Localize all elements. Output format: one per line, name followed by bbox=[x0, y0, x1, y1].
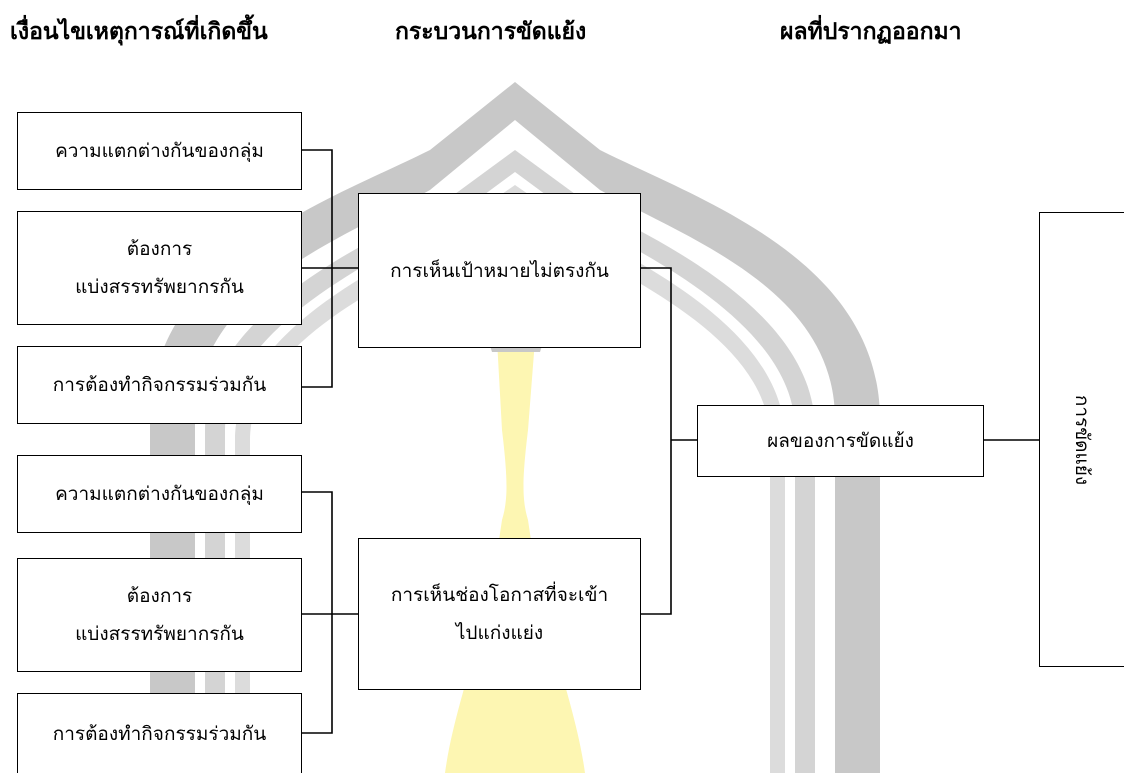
box-conflict-result: ผลของการขัดแย้ง bbox=[697, 405, 984, 477]
box-joint-activity-2: การต้องทำกิจกรรมร่วมกัน bbox=[17, 693, 302, 773]
box-label: การต้องทำกิจกรรมร่วมกัน bbox=[52, 374, 267, 396]
box-group-difference-2: ความแตกต่างกันของกลุ่ม bbox=[17, 455, 302, 533]
box-group-difference-1: ความแตกต่างกันของกลุ่ม bbox=[17, 112, 302, 190]
box-conflict-final: การขัดแย้ง bbox=[1039, 212, 1124, 667]
connector-g1-diff bbox=[301, 149, 333, 268]
box-label-line1: การเห็นช่องโอกาสที่จะเข้า bbox=[390, 584, 609, 606]
box-resource-sharing-1: ต้องการ แบ่งสรรทรัพยากรกัน bbox=[17, 211, 302, 325]
connector-g2-joint bbox=[301, 614, 333, 734]
heading-causes: เงื่อนไขเหตุการณ์ที่เกิดขึ้น bbox=[10, 19, 268, 45]
box-label-line1: ต้องการ bbox=[126, 585, 193, 607]
connector-g2-diff bbox=[301, 491, 333, 614]
box-resource-sharing-2: ต้องการ แบ่งสรรทรัพยากรกัน bbox=[17, 558, 302, 672]
connector-goals-result bbox=[640, 267, 672, 440]
vertical-label: การขัดแย้ง bbox=[1071, 394, 1093, 485]
box-label-line2: ไปแก่งแย่ง bbox=[455, 622, 544, 644]
box-label: ความแตกต่างกันของกลุ่ม bbox=[55, 483, 264, 505]
box-label-line2: แบ่งสรรทรัพยากรกัน bbox=[75, 276, 244, 298]
heading-outcome: ผลที่ปรากฏออกมา bbox=[780, 19, 962, 45]
connector-opportunity-result bbox=[640, 440, 672, 615]
box-label-line2: แบ่งสรรทรัพยากรกัน bbox=[75, 623, 244, 645]
box-label-line1: ต้องการ bbox=[126, 238, 193, 260]
box-label: การต้องทำกิจกรรมร่วมกัน bbox=[52, 722, 267, 745]
box-goal-mismatch: การเห็นเป้าหมายไม่ตรงกัน bbox=[358, 193, 641, 348]
box-label: ความแตกต่างกันของกลุ่ม bbox=[55, 140, 264, 162]
box-opportunity: การเห็นช่องโอกาสที่จะเข้า ไปแก่งแย่ง bbox=[358, 538, 641, 690]
connector-g1-joint bbox=[301, 268, 333, 388]
box-label: การเห็นเป้าหมายไม่ตรงกัน bbox=[390, 259, 609, 282]
box-label: ผลของการขัดแย้ง bbox=[767, 430, 914, 452]
box-joint-activity-1: การต้องทำกิจกรรมร่วมกัน bbox=[17, 346, 302, 424]
heading-process: กระบวนการขัดแย้ง bbox=[395, 19, 587, 45]
